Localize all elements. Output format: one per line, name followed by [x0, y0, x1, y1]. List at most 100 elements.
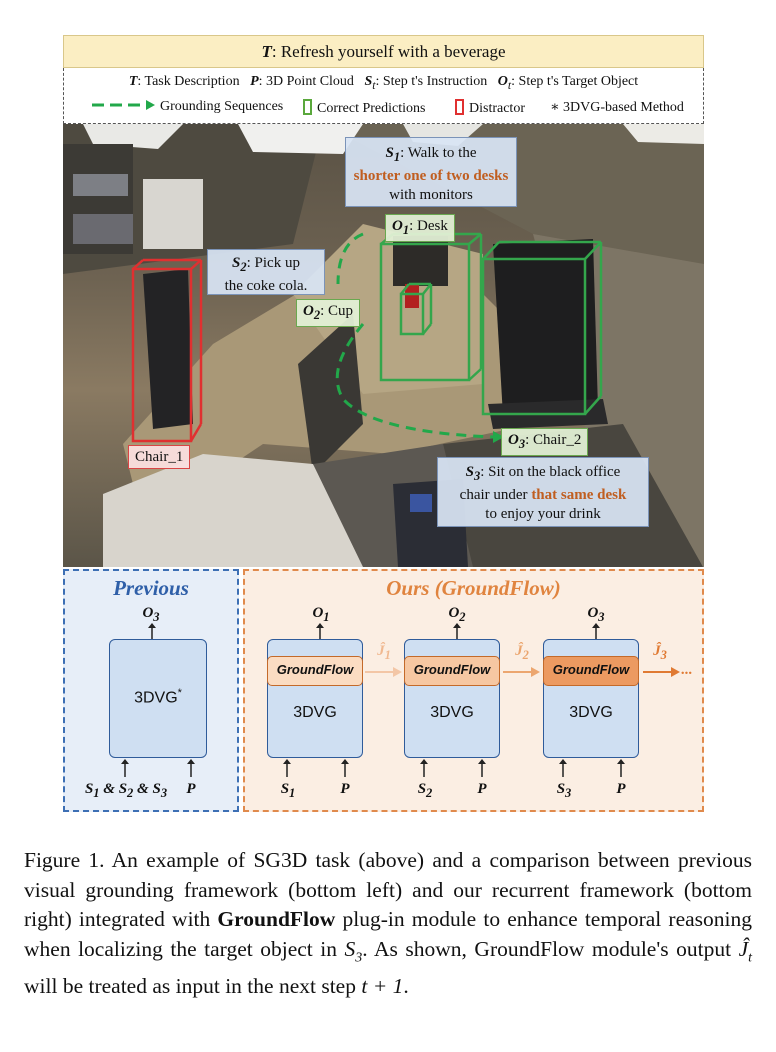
- s3-highlight: that same desk: [531, 487, 627, 503]
- up-arrow-icon: [453, 623, 461, 639]
- legend-p-text: : 3D Point Cloud: [258, 74, 354, 89]
- o2-text: : Cup: [320, 303, 354, 319]
- legend-o-symbol: O: [497, 74, 508, 89]
- instruction-s2-callout: S2: Pick up the coke cola.: [207, 249, 325, 295]
- task-symbol: T: [261, 42, 272, 61]
- ours-framework-panel: Ours (GroundFlow) O1 GroundFlow 3DVG S1 …: [243, 569, 704, 812]
- target-o2-tag: O2: Cup: [296, 299, 361, 327]
- figure-caption: Figure 1. An example of SG3D task (above…: [24, 846, 752, 1002]
- s3-symbol: S: [465, 464, 474, 480]
- s1-symbol: S: [385, 145, 394, 161]
- legend-distractor-label: Distractor: [469, 101, 525, 116]
- step2-input-s: S2: [417, 781, 433, 800]
- s2-symbol: S: [232, 255, 241, 271]
- s2-sub: 2: [240, 260, 247, 274]
- flow-arrow-icon: [365, 667, 402, 677]
- caption-math-end: t + 1: [361, 974, 404, 999]
- green-box-icon: [303, 99, 312, 115]
- o3-sub: 3: [518, 437, 526, 451]
- s1-highlight: shorter one of two desks: [353, 168, 509, 184]
- previous-3dvg-block: 3DVG*: [109, 639, 207, 758]
- caption-part2: plug-in module to enhance temporal reaso…: [24, 907, 752, 961]
- caption-jt: Ĵt: [738, 936, 752, 965]
- s3-mid-text: chair under: [459, 487, 532, 503]
- dashed-arrow-icon: [92, 100, 155, 110]
- step2-3dvg-label: 3DVG: [430, 704, 474, 721]
- caption-label: Figure 1.: [24, 848, 105, 872]
- task-text: : Refresh yourself with a beverage: [271, 42, 506, 61]
- legend-correct-label: Correct Predictions: [317, 101, 426, 116]
- s1-sub: 1: [393, 150, 401, 164]
- step1-3dvg-block: GroundFlow 3DVG: [267, 639, 363, 758]
- previous-output: O3: [142, 605, 160, 624]
- legend-grounding-label: Grounding Sequences: [160, 99, 284, 114]
- step1-output: O1: [312, 605, 330, 624]
- caption-part1: An example of SG3D task (above) and a co…: [24, 848, 752, 931]
- o2-symbol: O: [303, 303, 314, 319]
- s1-pre-text: : Walk to the: [400, 145, 477, 161]
- red-box-icon: [455, 99, 464, 115]
- previous-input-instructions: S1 & S2 & S3: [84, 781, 168, 800]
- caption-part4: will be treated as input in the next ste…: [24, 974, 362, 999]
- flow-arrow-icon: [643, 667, 680, 677]
- previous-3dvg-label: 3DVG*: [110, 687, 206, 707]
- o3-symbol: O: [508, 432, 519, 448]
- caption-s3: S3: [344, 936, 363, 965]
- up-arrow-icon: [341, 759, 349, 777]
- step1-input-p: P: [340, 781, 350, 797]
- legend-o-text: : Step t's Target Object: [511, 74, 639, 89]
- step2-input-p: P: [477, 781, 487, 797]
- legend-o-sub: t: [507, 78, 512, 92]
- legend-box: T: Task Description P: 3D Point Cloud St…: [63, 68, 704, 124]
- flow3-label: Ĵ3: [653, 643, 667, 662]
- flow-arrow-icon: [503, 667, 540, 677]
- legend-t-text: : Task Description: [137, 74, 240, 89]
- o3-text: : Chair_2: [525, 432, 582, 448]
- instruction-s3-callout: S3: Sit on the black office chair under …: [437, 457, 649, 527]
- s3-sub: 3: [473, 469, 481, 483]
- chair1-label: Chair_1: [135, 449, 184, 465]
- step3-3dvg-label: 3DVG: [569, 704, 613, 721]
- caption-end: .: [403, 974, 409, 999]
- instruction-s1-callout: S1: Walk to the shorter one of two desks…: [345, 137, 517, 207]
- legend-correct-predictions: Correct Predictions: [303, 99, 425, 117]
- up-arrow-icon: [559, 759, 567, 777]
- legend-t-symbol: T: [128, 74, 138, 89]
- target-o3-tag: O3: Chair_2: [501, 428, 589, 456]
- step3-input-p: P: [616, 781, 626, 797]
- step3-3dvg-block: GroundFlow 3DVG: [543, 639, 639, 758]
- step3-output: O3: [587, 605, 605, 624]
- up-arrow-icon: [420, 759, 428, 777]
- up-arrow-icon: [121, 759, 129, 777]
- scene-illustration: [63, 124, 704, 567]
- flow-ellipsis: ...: [681, 662, 693, 678]
- step1-input-s: S1: [280, 781, 296, 800]
- legend-p-symbol: P: [250, 74, 259, 89]
- caption-bold-groundflow: GroundFlow: [217, 907, 336, 931]
- step2-3dvg-block: GroundFlow 3DVG: [404, 639, 500, 758]
- caption-part3: . As shown, GroundFlow module's output: [362, 936, 739, 961]
- step1-3dvg-label: 3DVG: [293, 704, 337, 721]
- s2-post-text: the coke cola.: [224, 278, 308, 294]
- legend-method-note: ∗ 3DVG-based Method: [550, 99, 684, 116]
- flow1-label: Ĵ1: [377, 643, 391, 662]
- point-cloud-scene: S1: Walk to the shorter one of two desks…: [63, 124, 704, 567]
- legend-grounding-sequences: Grounding Sequences: [90, 99, 283, 115]
- s3-post-text: to enjoy your drink: [485, 506, 601, 522]
- up-arrow-icon: [316, 623, 324, 639]
- previous-framework-panel: Previous O3 3DVG* S1 & S2 & S3 P: [63, 569, 239, 812]
- up-arrow-icon: [617, 759, 625, 777]
- previous-title: Previous: [113, 576, 189, 600]
- legend-s-text: : Step t's Instruction: [375, 74, 488, 89]
- ours-title: Ours (GroundFlow): [386, 576, 561, 600]
- target-o1-tag: O1: Desk: [385, 214, 455, 242]
- legend-distractor: Distractor: [455, 99, 525, 117]
- previous-model-text: 3DVG: [134, 689, 178, 707]
- up-arrow-icon: [187, 759, 195, 777]
- legend-s-sub: t: [372, 78, 376, 92]
- o1-text: : Desk: [409, 218, 448, 234]
- step2-output: O2: [448, 605, 466, 624]
- step2-groundflow-module: GroundFlow: [404, 656, 500, 686]
- up-arrow-icon: [148, 623, 156, 639]
- up-arrow-icon: [478, 759, 486, 777]
